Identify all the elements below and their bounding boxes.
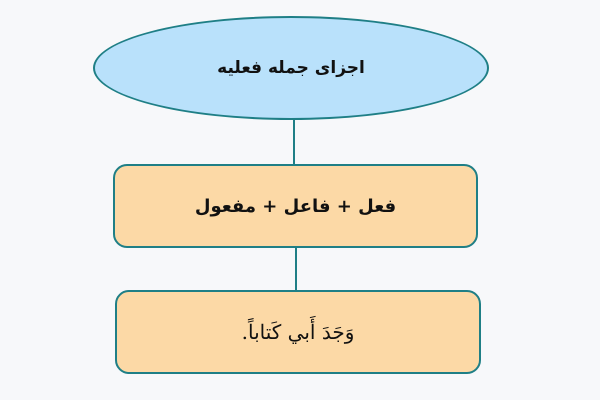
top-node-ellipse: اجزای جمله فعلیه bbox=[93, 16, 489, 120]
connector-top bbox=[293, 120, 295, 164]
top-node-label: اجزای جمله فعلیه bbox=[217, 58, 365, 78]
bottom-node-box: وَجَدَ أَبي كَتاباً. bbox=[115, 290, 481, 374]
middle-node-box: فعل + فاعل + مفعول bbox=[113, 164, 478, 248]
bottom-node-label: وَجَدَ أَبي كَتاباً. bbox=[241, 320, 355, 344]
connector-bottom bbox=[295, 248, 297, 290]
middle-node-label: فعل + فاعل + مفعول bbox=[194, 195, 397, 217]
